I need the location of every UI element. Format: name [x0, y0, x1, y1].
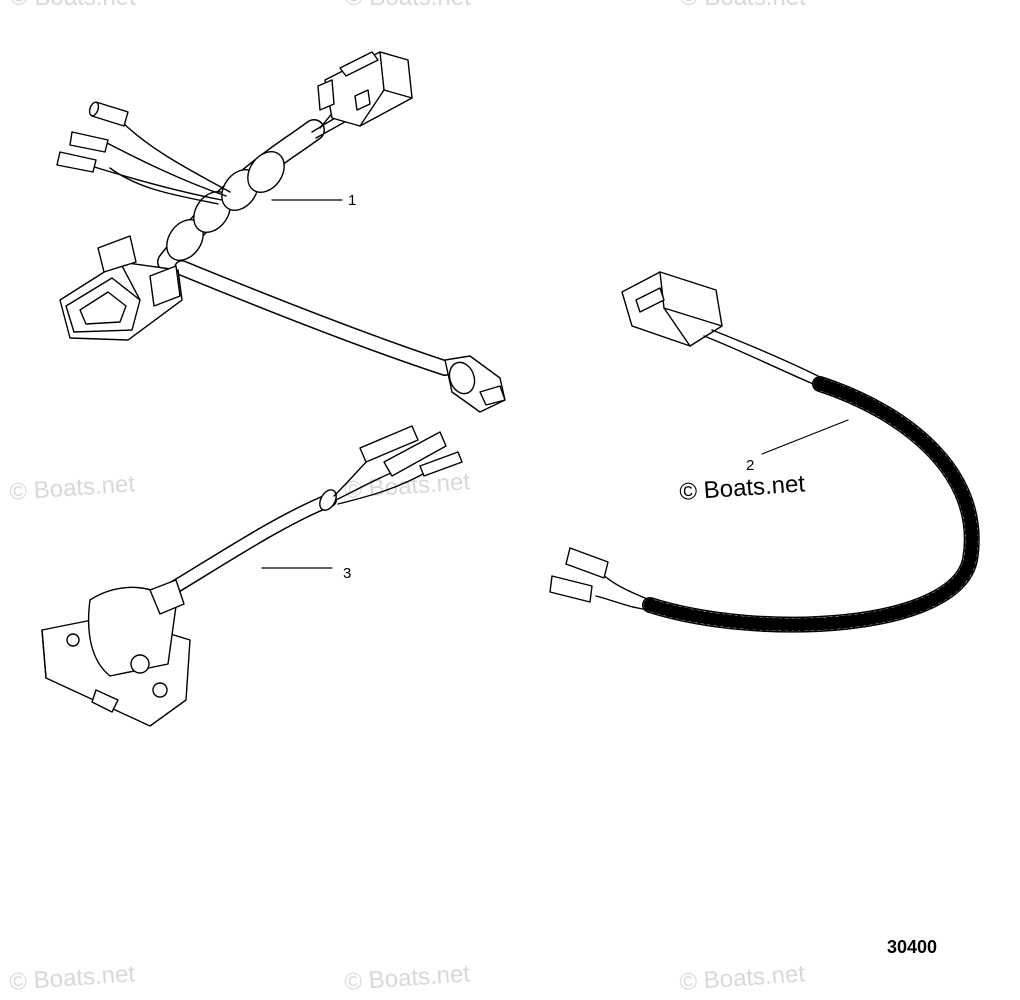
part-3-sensor[interactable] [41, 425, 463, 727]
callout-2-label: 2 [746, 457, 754, 474]
watermark-top-center: © Boats.net [345, 0, 471, 11]
watermark-bottom-right: © Boats.net [679, 960, 807, 996]
callout-3-label: 3 [343, 565, 351, 582]
watermark-mid-left: © Boats.net [9, 470, 137, 506]
part-2-sleeved-harness[interactable] [549, 271, 980, 633]
watermark-top-left: © Boats.net [10, 0, 136, 11]
watermark-top-right: © Boats.net [680, 0, 806, 11]
callout-1-label: 1 [348, 192, 356, 209]
watermark-dark: © Boats.net [679, 470, 807, 506]
watermark-bottom-left: © Boats.net [9, 960, 137, 996]
drawing-number: 30400 [887, 937, 937, 957]
part-1-wiring-harness[interactable] [56, 51, 506, 413]
watermark-bottom-center: © Boats.net [344, 960, 472, 996]
